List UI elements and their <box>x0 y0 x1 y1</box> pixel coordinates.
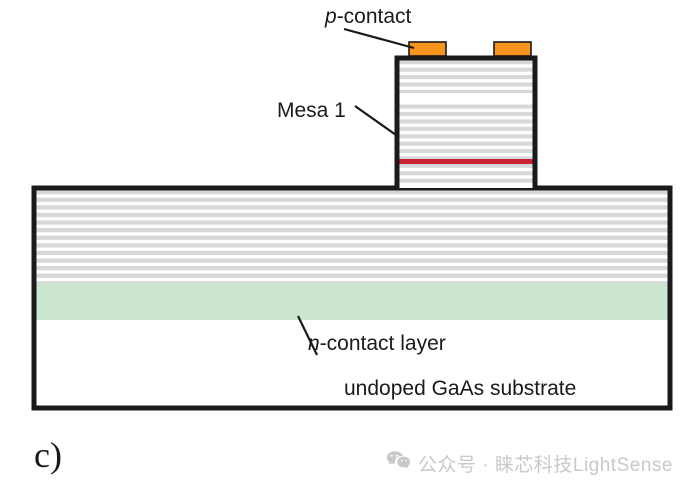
mesa-leader-line <box>354 105 397 136</box>
p-contact-pads <box>408 41 532 57</box>
watermark-text: 公众号 · 睐芯科技LightSense <box>418 455 673 476</box>
p-contact-label-rest: -contact <box>336 5 412 28</box>
n-contact-label-rest: -contact layer <box>319 332 446 355</box>
mesa-block <box>394 55 538 188</box>
p-contact-pad-left <box>408 41 447 57</box>
p-contact-leader-line <box>343 27 415 50</box>
wechat-icon <box>386 450 411 477</box>
watermark: 公众号 · 睐芯科技LightSense <box>386 450 673 477</box>
n-contact-layer-label: n-contact layer <box>308 333 446 354</box>
p-contact-label: p-contact <box>325 6 411 27</box>
substrate-block <box>31 185 673 411</box>
p-contact-label-italic: p <box>325 5 337 28</box>
panel-letter: c) <box>34 435 62 475</box>
n-contact-label-italic: n <box>308 332 320 355</box>
upper-dbr-stack <box>397 59 535 186</box>
substrate-label: undoped GaAs substrate <box>344 377 577 400</box>
lower-dbr-stack <box>34 189 670 284</box>
n-contact-layer-band <box>34 283 670 320</box>
mesa-label: Mesa 1 <box>277 99 346 122</box>
active-region-line <box>397 159 535 164</box>
p-contact-pad-right <box>493 41 532 57</box>
n-contact-leader-line <box>297 315 318 356</box>
